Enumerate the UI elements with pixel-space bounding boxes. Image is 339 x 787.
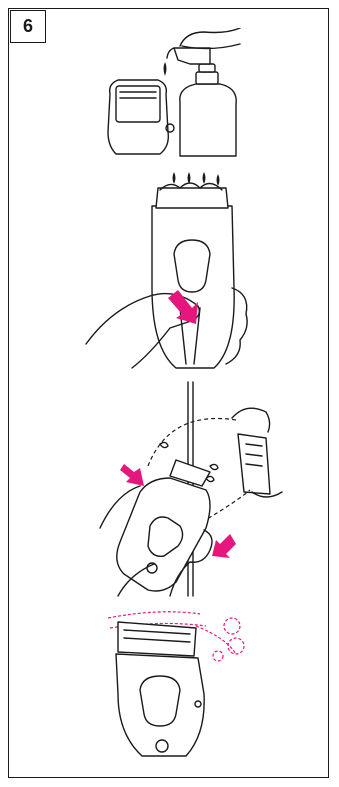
hand-icon	[180, 28, 240, 49]
figure-remove-and-rinse-head	[0, 378, 339, 600]
soap-drop-icon	[164, 62, 167, 76]
figure-lather-and-run	[0, 168, 339, 378]
arrow-icon	[120, 464, 144, 486]
shaver-icon	[152, 183, 234, 368]
figure-apply-soap	[0, 28, 339, 163]
shaving-head-icon	[232, 408, 282, 497]
shaver-icon	[116, 622, 204, 756]
figure-reattach-head	[0, 604, 339, 764]
soap-pump-icon	[167, 48, 236, 156]
arrow-icon	[212, 534, 236, 558]
shaver-icon	[108, 80, 174, 154]
rotate-path-icon	[148, 418, 236, 466]
